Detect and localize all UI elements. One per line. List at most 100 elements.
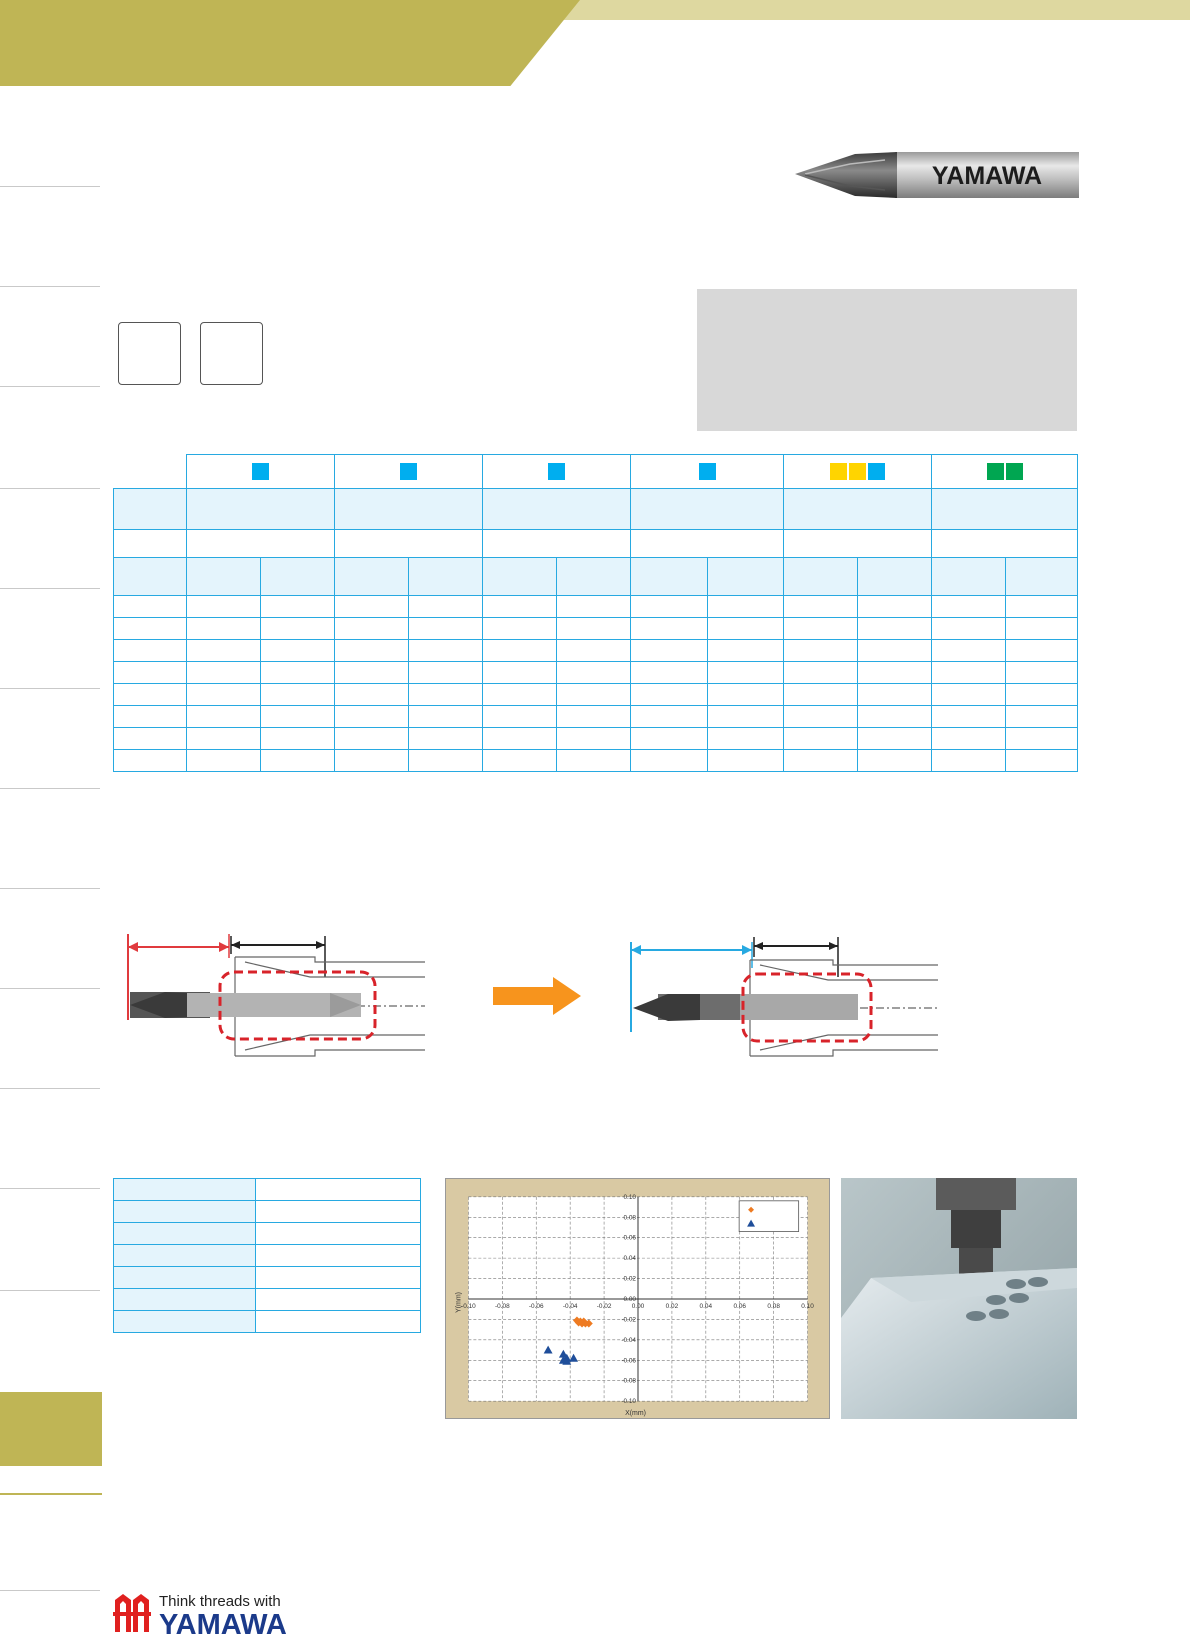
group-header [931, 454, 1078, 489]
material-name-cell [482, 488, 631, 530]
y-axis-label: Y(mm) [455, 1292, 462, 1313]
x-tick-label: -0.04 [563, 1303, 578, 1310]
table-cell [931, 705, 1006, 728]
table-cell [857, 683, 932, 706]
sidebar-divider [0, 588, 100, 589]
y-tick-label: 0.04 [623, 1255, 636, 1262]
data-point-orange [574, 1318, 583, 1327]
sidebar-divider [0, 1590, 100, 1591]
table-cell [1005, 617, 1078, 640]
sidebar-divider [0, 988, 100, 989]
table-cell [408, 639, 483, 662]
corner-cell [114, 455, 187, 489]
table-cell [857, 639, 932, 662]
table-cell [857, 749, 932, 772]
footer-tagline: Think threads with [159, 1593, 281, 1610]
sidebar-divider [0, 1290, 100, 1291]
table-cell [707, 617, 784, 640]
table-cell [482, 749, 557, 772]
table-cell [334, 617, 409, 640]
sub-header [1005, 557, 1078, 596]
table-cell [334, 705, 409, 728]
table-cell [556, 705, 631, 728]
table-row [113, 639, 1078, 662]
table-cell [260, 683, 335, 706]
y-tick-label: -0.08 [621, 1378, 636, 1385]
table-cell [334, 683, 409, 706]
option-checkbox-2[interactable] [200, 322, 263, 385]
table-cell [1005, 749, 1078, 772]
table-cell [783, 749, 858, 772]
table-cell [260, 705, 335, 728]
table-cell [783, 639, 858, 662]
row-label [113, 529, 187, 558]
table-cell [1005, 683, 1078, 706]
spec-value [255, 1244, 421, 1267]
spec-label [113, 1288, 256, 1311]
table-cell [482, 595, 557, 618]
note-box [697, 289, 1077, 431]
table-cell [334, 661, 409, 684]
table-cell [334, 727, 409, 750]
sub-header [707, 557, 784, 596]
hardness-cell [931, 529, 1078, 558]
table-cell [857, 661, 932, 684]
sidebar-divider [0, 286, 100, 287]
x-tick-label: 0.06 [733, 1303, 746, 1310]
data-point-blue [569, 1353, 579, 1362]
row-label [113, 727, 187, 750]
row-label [113, 705, 187, 728]
machining-photo [841, 1178, 1077, 1419]
x-tick-label: -0.10 [461, 1303, 476, 1310]
table-cell [556, 727, 631, 750]
chart-legend [738, 1200, 800, 1232]
table-cell [1005, 705, 1078, 728]
row-label [113, 617, 187, 640]
material-name-cell [783, 488, 932, 530]
spec-label [113, 1178, 256, 1201]
table-row [113, 705, 1078, 728]
x-tick-label: 0.10 [801, 1303, 814, 1310]
table-cell [482, 683, 557, 706]
y-tick-label: 0.06 [623, 1235, 636, 1242]
table-cell [556, 683, 631, 706]
table-cell [1005, 595, 1078, 618]
table-row [113, 683, 1078, 706]
data-point-orange [584, 1319, 593, 1328]
table-cell [260, 639, 335, 662]
table-cell [630, 749, 708, 772]
table-cell [334, 595, 409, 618]
sidebar-divider [0, 1188, 100, 1189]
material-table-body [113, 595, 1078, 772]
holding-diagram-before [127, 934, 425, 1057]
table-cell [408, 727, 483, 750]
material-name-cell [334, 488, 483, 530]
spec-label [113, 1244, 256, 1267]
y-tick-label: -0.06 [621, 1357, 636, 1364]
material-square [252, 463, 269, 480]
hardness-cell [630, 529, 784, 558]
material-square [1005, 463, 1023, 480]
table-cell [186, 727, 261, 750]
sidebar-active-tab[interactable] [0, 1392, 102, 1466]
spec-table [113, 1178, 421, 1333]
table-cell [1005, 661, 1078, 684]
table-cell [186, 639, 261, 662]
sub-header [260, 557, 335, 596]
yamawa-logo: Think threads with YAMAWA [113, 1593, 287, 1635]
x-tick-label: 0.08 [767, 1303, 780, 1310]
y-tick-label: -0.10 [621, 1398, 636, 1405]
table-cell [260, 617, 335, 640]
table-cell [186, 683, 261, 706]
table-cell [783, 595, 858, 618]
sub-header [482, 557, 557, 596]
table-row [113, 661, 1078, 684]
option-checkbox-1[interactable] [118, 322, 181, 385]
sub-header [783, 557, 858, 596]
table-cell [260, 727, 335, 750]
sidebar-divider-active [0, 1493, 102, 1495]
sub-header [408, 557, 483, 596]
sub-header [186, 557, 261, 596]
table-cell [707, 683, 784, 706]
sidebar-divider [0, 788, 100, 789]
